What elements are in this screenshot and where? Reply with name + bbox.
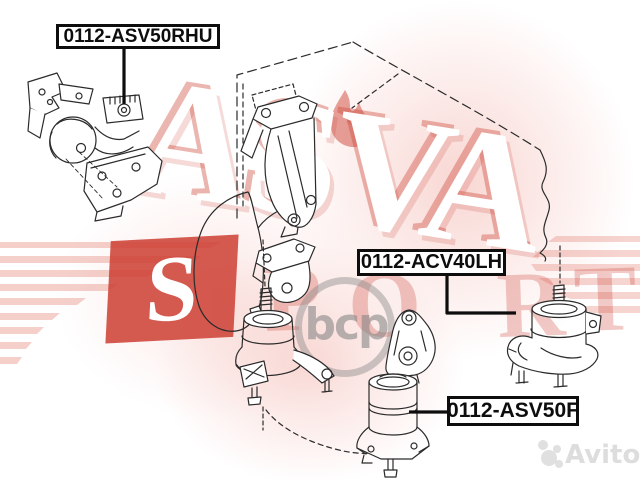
speed-stripes-right xyxy=(531,236,640,313)
part-drawing-acv40lh-mount xyxy=(506,245,602,388)
bcp-circle-badge xyxy=(295,277,395,377)
leader-lines xyxy=(122,49,516,414)
avito-logo-text: Avito xyxy=(565,440,640,470)
bcp-logo-text: bcp xyxy=(304,299,389,350)
part-drawing-asv50rhu-mount xyxy=(27,72,163,222)
part-number-label-asv50f: 0112-ASV50F xyxy=(447,396,579,426)
flame-icon xyxy=(330,90,371,148)
part-drawing-mid-bracket xyxy=(252,238,316,304)
leader-line-acv40lh xyxy=(445,276,516,315)
part-drawing-upper-bracket xyxy=(240,95,318,238)
part-drawing-front-mount xyxy=(235,239,372,454)
avito-four-dots-icon xyxy=(538,440,563,468)
engine-outline-drawing xyxy=(193,41,550,332)
avito-watermark: Avito xyxy=(533,437,640,471)
part-number-label-acv40lh: 0112-ACV40LH xyxy=(357,249,506,276)
part-number-label-asv50rhu: 0112-ASV50RHU xyxy=(56,24,220,49)
part-drawing-triangular-bracket xyxy=(385,309,436,386)
part-drawing-asv50f-mount xyxy=(356,373,430,478)
